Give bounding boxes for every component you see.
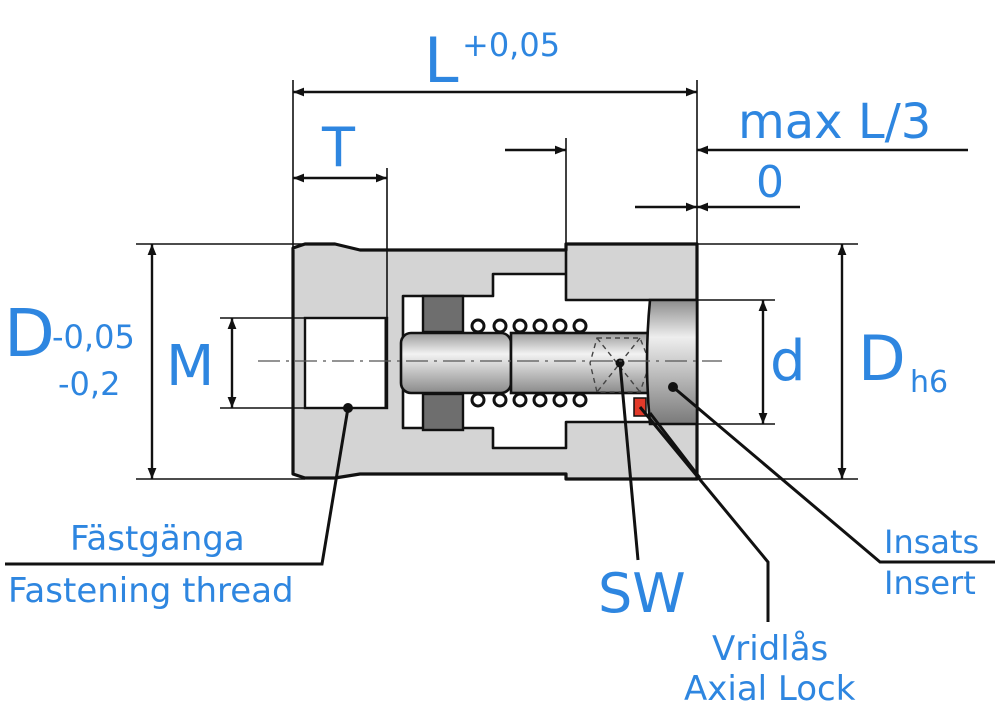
pin bbox=[399, 331, 653, 395]
label-fastening-thread-en: Fastening thread bbox=[8, 571, 294, 611]
dimension-T bbox=[293, 168, 388, 318]
label-outer-dia-tol-lower: -0,2 bbox=[58, 365, 120, 403]
label-fastening-thread-sv: Fästgänga bbox=[70, 519, 245, 559]
label-insert-sv: Insats bbox=[884, 523, 979, 561]
spring-lower bbox=[470, 392, 588, 408]
label-offset-max: max L/3 bbox=[738, 94, 931, 150]
hex-socket bbox=[589, 337, 651, 393]
spring-coil bbox=[470, 392, 486, 408]
leader-fastening-thread bbox=[5, 403, 353, 566]
spring-coil bbox=[572, 318, 588, 334]
spring-coil bbox=[512, 318, 528, 334]
dimension-L bbox=[292, 80, 698, 248]
leader-axial-lock-2 bbox=[648, 412, 702, 479]
retaining-washer bbox=[421, 294, 465, 432]
label-outer-dia-fit: h6 bbox=[910, 365, 948, 400]
label-thread-size: M bbox=[166, 334, 214, 399]
label-thread-depth: T bbox=[321, 116, 356, 179]
spring-coil bbox=[512, 392, 528, 408]
label-axial-lock-sv: Vridlås bbox=[712, 629, 828, 669]
spring-coil bbox=[572, 392, 588, 408]
label-offset-min: 0 bbox=[756, 157, 784, 208]
label-outer-dia-left: D bbox=[4, 295, 55, 372]
spring-coil bbox=[532, 392, 548, 408]
dimension-d bbox=[697, 299, 775, 425]
dimension-D-right bbox=[697, 243, 858, 480]
dimension-D-left bbox=[136, 243, 305, 480]
leader-axial-lock bbox=[638, 406, 770, 622]
spring-coil bbox=[532, 318, 548, 334]
label-wrench-size: SW bbox=[598, 562, 686, 625]
label-axial-lock-en: Axial Lock bbox=[684, 669, 856, 709]
leader-sw bbox=[618, 362, 640, 561]
dimension-max-l3 bbox=[505, 138, 968, 244]
label-insert-en: Insert bbox=[884, 564, 976, 602]
label-length-tol: +0,05 bbox=[462, 26, 560, 64]
spring-coil bbox=[470, 318, 486, 334]
label-outer-dia-tol-upper: -0,05 bbox=[52, 318, 135, 356]
spring-coil bbox=[552, 392, 568, 408]
label-length: L bbox=[424, 24, 459, 97]
spring-coil bbox=[492, 392, 508, 408]
spring-coil bbox=[492, 318, 508, 334]
leader-insert bbox=[672, 385, 995, 564]
dimension-M bbox=[220, 317, 305, 409]
spring-coil bbox=[552, 318, 568, 334]
label-pin-dia: d bbox=[770, 329, 806, 394]
label-outer-dia-right: D bbox=[858, 322, 906, 395]
